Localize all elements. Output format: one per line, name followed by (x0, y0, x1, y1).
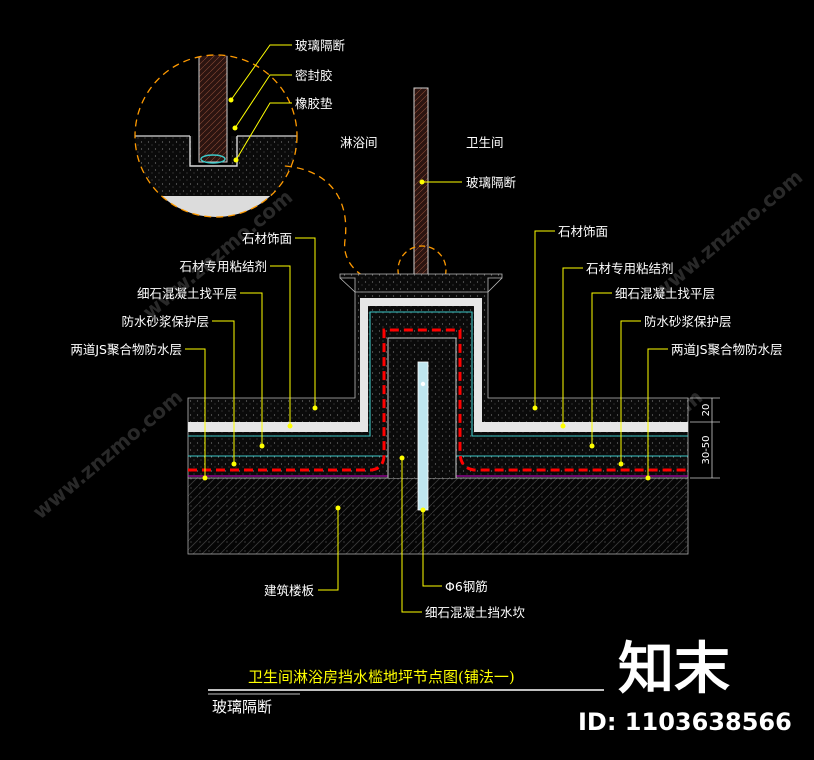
detail-rubber-pad (200, 154, 226, 164)
svg-text:www.znzmo.com: www.znzmo.com (648, 165, 807, 304)
label-curb: 细石混凝土挡水坎 (425, 605, 526, 620)
svg-text:www.znzmo.com: www.znzmo.com (28, 385, 187, 524)
glass-detail-marker (397, 245, 447, 295)
label-rubber-pad: 橡胶垫 (295, 96, 333, 111)
leader-dots (202, 97, 651, 513)
detail-callout (134, 54, 406, 287)
detail-glass (198, 55, 228, 163)
dim-top: 20 (701, 404, 712, 417)
label-bathroom: 卫生间 (466, 135, 504, 150)
label-floor-slab: 建筑楼板 (264, 583, 315, 598)
label-stone-finish-left: 石材饰面 (242, 231, 292, 246)
label-glass-partition: 玻璃隔断 (466, 175, 516, 190)
annotations: 玻璃隔断 密封胶 橡胶垫 淋浴间 卫生间 玻璃隔断 石材饰面 石材专用粘结剂 细… (70, 38, 782, 620)
drawing-subtitle: 玻璃隔断 (212, 698, 272, 716)
drawing-title: 卫生间淋浴房挡水槛地坪节点图(铺法一) (248, 668, 515, 686)
label-stone-finish-right: 石材饰面 (558, 224, 608, 239)
title-block: 卫生间淋浴房挡水槛地坪节点图(铺法一) 玻璃隔断 (208, 668, 604, 716)
label-shower-room: 淋浴间 (340, 135, 378, 150)
detail-connector (284, 165, 406, 287)
label-js-right: 两道JS聚合物防水层 (671, 342, 783, 357)
label-js-left: 两道JS聚合物防水层 (70, 342, 182, 357)
label-glass-partition-detail: 玻璃隔断 (295, 38, 345, 53)
label-sealant: 密封胶 (295, 68, 333, 83)
brand-logo: 知末 (618, 637, 730, 702)
dim-bottom: 30-50 (701, 435, 712, 464)
adhesive-line (188, 311, 688, 437)
brand-watermark: 知末 ID: 1103638566 (578, 637, 792, 736)
label-leveling-left: 细石混凝土找平层 (137, 286, 237, 301)
label-mortar-right: 防水砂浆保护层 (644, 314, 732, 329)
glass-partition (413, 87, 429, 289)
floor-slab (187, 477, 689, 555)
label-stone-adhesive-right: 石材专用粘结剂 (586, 261, 674, 276)
label-mortar-left: 防水砂浆保护层 (121, 314, 209, 329)
leader-lines (185, 44, 668, 613)
detail-outline (134, 54, 298, 218)
label-stone-adhesive-left: 石材专用粘结剂 (179, 259, 267, 274)
id-text: ID: 1103638566 (578, 708, 792, 736)
waterproof-layer (188, 328, 688, 472)
label-rebar: Φ6钢筋 (445, 579, 488, 594)
label-leveling-right: 细石混凝土找平层 (615, 286, 715, 301)
